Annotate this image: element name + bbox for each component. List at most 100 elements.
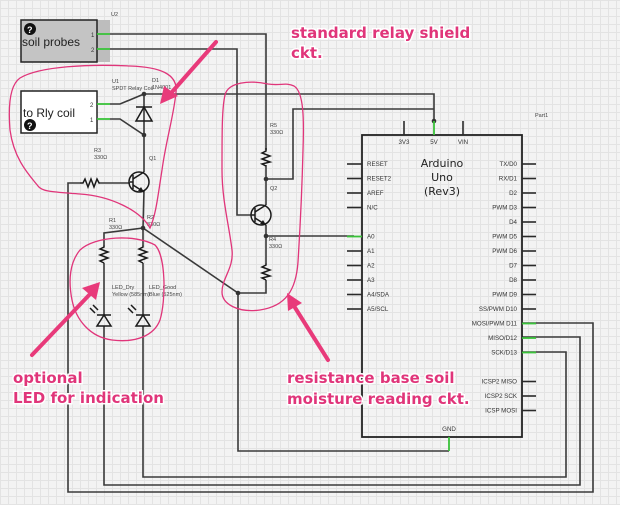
arduino-pin-pwm-d6[interactable]: PWM D6 xyxy=(492,248,536,255)
annotation-arrows xyxy=(30,40,330,362)
resistor-r1[interactable]: R1 330Ω xyxy=(97,218,122,264)
question-icon: ? xyxy=(24,23,36,35)
resistor-r2[interactable]: R2 330Ω xyxy=(136,215,160,264)
r1-ref: R1 xyxy=(109,218,116,224)
wire-relay1-d1[interactable] xyxy=(110,118,145,136)
q1-body xyxy=(128,171,150,193)
arduino-pin-reset2[interactable]: RESET2 xyxy=(347,176,392,183)
pin-label: A5/SCL xyxy=(367,306,389,313)
transistor-q2[interactable]: Q2 xyxy=(250,186,277,226)
relay-arrowhead-icon xyxy=(160,86,178,104)
arduino-pin-icsp-mosi[interactable]: ICSP MOSI xyxy=(485,408,536,415)
wire-q2c-5v[interactable] xyxy=(266,108,434,180)
q2-body xyxy=(250,204,272,226)
led-good-value: Blue (525nm) xyxy=(149,292,182,298)
wire-ledGood-d13[interactable] xyxy=(142,326,567,478)
resistor-r3[interactable]: R3 330Ω xyxy=(80,148,107,190)
arduino-pin-sck-d13[interactable]: SCK/D13 xyxy=(491,350,536,357)
junction-dot xyxy=(235,290,241,296)
diode-d1[interactable]: D1 1N4001 xyxy=(134,78,171,122)
wire-r3-d11[interactable] xyxy=(67,182,594,493)
resistor-r5[interactable]: R5 330Ω xyxy=(259,123,283,167)
pin-label: N/C xyxy=(367,205,378,212)
r4-zigzag xyxy=(259,263,273,281)
arduino-pin-gnd[interactable]: GND xyxy=(442,426,456,451)
wire-d1-5v[interactable] xyxy=(144,93,435,121)
led-dry-ref: LED_Dry xyxy=(112,285,135,291)
light-emission-icon xyxy=(89,304,99,314)
soil-probes-label: soil probes xyxy=(22,35,80,49)
arduino-pin-a0[interactable]: A0 xyxy=(347,234,375,241)
arduino-pin-mosi-pwm-d11[interactable]: MOSI/PWM D11 xyxy=(472,321,536,328)
r5-value: 330Ω xyxy=(270,130,283,136)
wire-probe2-q2base[interactable] xyxy=(110,48,252,216)
arduino-pin-tx-d0[interactable]: TX/D0 xyxy=(499,161,536,168)
pin-label: PWM D5 xyxy=(492,234,517,241)
led-dry-value: Yellow (585nm) xyxy=(112,292,150,298)
arduino-pin-reset[interactable]: RESET xyxy=(347,161,388,168)
moisture-arrow xyxy=(292,304,330,362)
arduino-pin-pwm-d9[interactable]: PWM D9 xyxy=(492,292,536,299)
arduino-top-pins: 3V3 5V VIN xyxy=(398,121,468,146)
led-good[interactable]: LED_Good Blue (525nm) xyxy=(127,285,182,327)
arduino-pin-pwm-d5[interactable]: PWM D5 xyxy=(492,234,536,241)
resistor-r4[interactable]: R4 330Ω xyxy=(259,237,282,281)
arduino-title-2: Uno xyxy=(431,171,453,184)
wire-gnd[interactable] xyxy=(237,293,449,452)
arduino-pin-a5-scl[interactable]: A5/SCL xyxy=(347,306,389,313)
led-triangle xyxy=(95,313,113,327)
arduino-pin-d2[interactable]: D2 xyxy=(509,190,536,197)
soil-probes-part[interactable]: U2 soil probes ? 1 2 xyxy=(20,12,118,63)
pin-label: A0 xyxy=(367,234,375,241)
arduino-pin-d8[interactable]: D8 xyxy=(509,277,536,284)
arduino-pin-n-c[interactable]: N/C xyxy=(347,205,378,212)
arduino-pin-icsp2-miso[interactable]: ICSP2 MISO xyxy=(482,379,536,386)
wire-r2-gnd[interactable] xyxy=(142,227,239,294)
wire-r4-gnd xyxy=(238,280,267,294)
arduino-pin-ss-pwm-d10[interactable]: SS/PWM D10 xyxy=(479,306,536,313)
junction-dot xyxy=(140,225,146,231)
led-note-line1: optional xyxy=(13,369,83,387)
pin-label: 5V xyxy=(430,139,438,146)
arduino-pin-vin[interactable]: VIN xyxy=(458,121,468,146)
transistor-q1[interactable]: Q1 xyxy=(128,156,156,193)
arduino-pin-pwm-d3[interactable]: PWM D3 xyxy=(492,205,536,212)
moisture-arrowhead-icon xyxy=(287,293,302,311)
d1-value: 1N4001 xyxy=(152,85,171,91)
arduino-pin-miso-d12[interactable]: MISO/D12 xyxy=(488,335,536,342)
pin-label: SCK/D13 xyxy=(491,350,517,357)
arduino-pin-d4[interactable]: D4 xyxy=(509,219,536,226)
pin-label: RESET2 xyxy=(367,176,392,183)
pin-label: SS/PWM D10 xyxy=(479,306,518,313)
arduino-pin-a3[interactable]: A3 xyxy=(347,277,375,284)
arduino-pin-5v[interactable]: 5V xyxy=(430,121,439,146)
part-pin-area xyxy=(97,20,110,62)
arduino-pin-d7[interactable]: D7 xyxy=(509,263,536,270)
arduino-pin-icsp2-sck[interactable]: ICSP2 SCK xyxy=(485,393,536,400)
arduino-pin-a1[interactable]: A1 xyxy=(347,248,375,255)
led-dry[interactable]: LED_Dry Yellow (585nm) xyxy=(89,285,150,327)
arduino-pin-aref[interactable]: AREF xyxy=(347,190,384,197)
pin-label: A2 xyxy=(367,263,375,270)
arduino-pin-a2[interactable]: A2 xyxy=(347,263,375,270)
r1-zigzag xyxy=(97,245,111,264)
arduino-pin-rx-d1[interactable]: RX/D1 xyxy=(499,176,536,183)
arduino-pin-3v3[interactable]: 3V3 xyxy=(398,121,410,146)
gnd-pin-label: GND xyxy=(442,426,456,433)
wire-relay2-d1[interactable] xyxy=(110,93,145,105)
wire-ledDry-d12[interactable] xyxy=(103,326,581,486)
u2-pin-1-num: 1 xyxy=(91,33,95,39)
wire-probe1-r5[interactable] xyxy=(110,33,267,150)
arduino-pin-a4-sda[interactable]: A4/SDA xyxy=(347,292,390,299)
moisture-note-line1: resistance base soil xyxy=(287,369,455,387)
pin-label: RESET xyxy=(367,161,388,168)
relay-coil-part[interactable]: to Rly coil ? 2 1 U1 SPDT Relay Coil xyxy=(20,79,153,134)
wire-q1-emitter xyxy=(142,189,145,229)
junctions xyxy=(140,91,437,296)
r5-ref: R5 xyxy=(270,123,277,129)
pin-label: VIN xyxy=(458,139,468,146)
r3-value: 330Ω xyxy=(94,155,107,161)
arduino-title-1: Arduino xyxy=(421,157,464,170)
